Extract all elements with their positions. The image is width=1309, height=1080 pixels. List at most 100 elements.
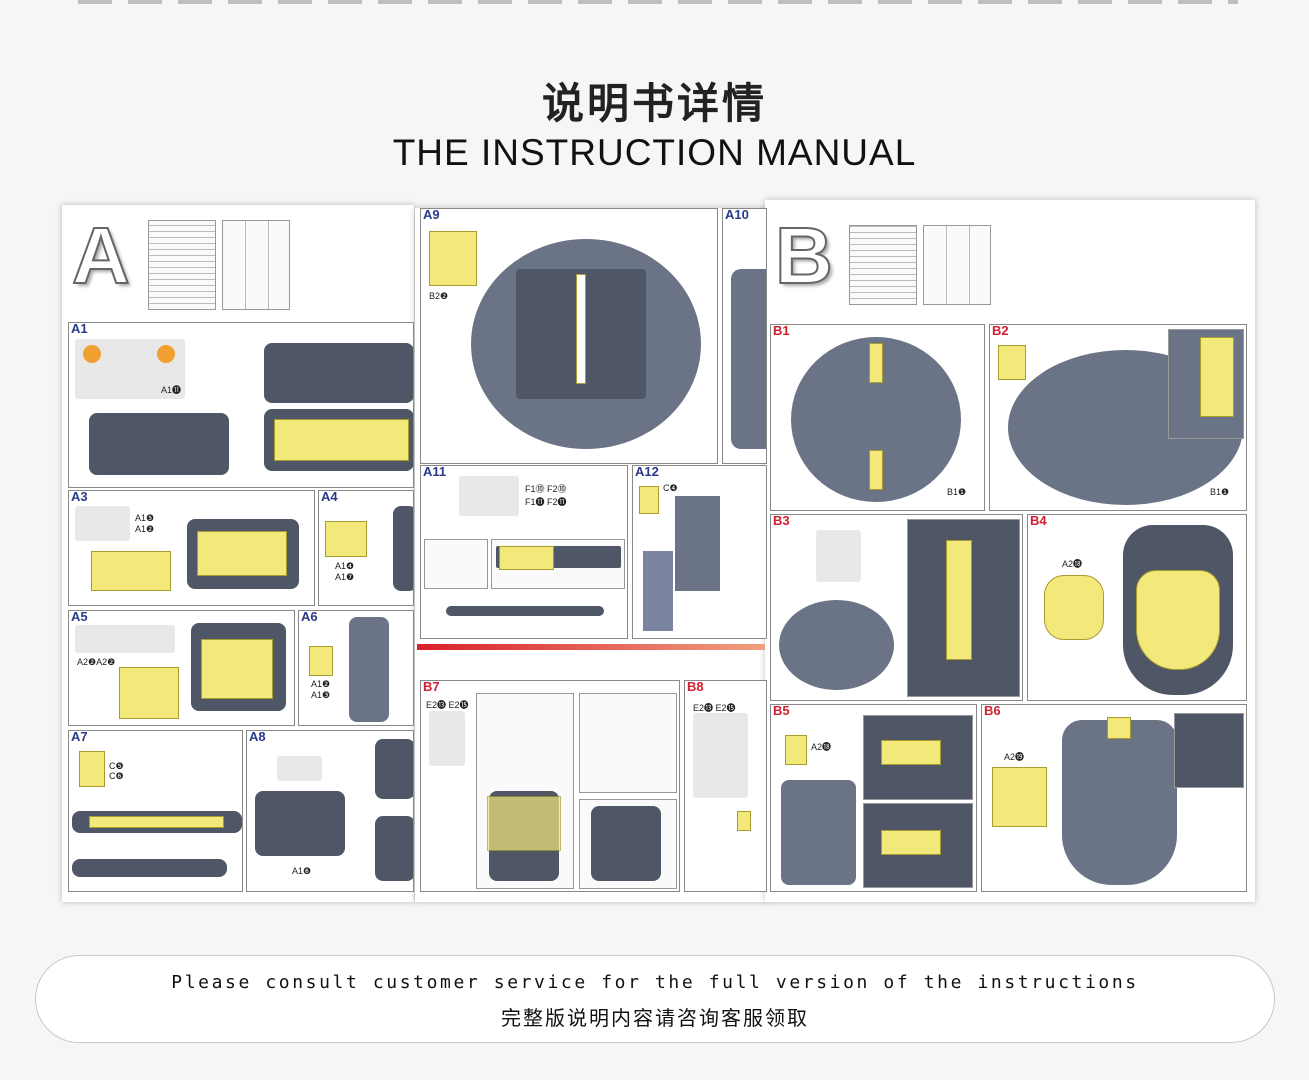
part-code: B2❷ xyxy=(429,291,449,301)
panel-a4: A4 A1❹ A1❼ xyxy=(318,490,414,606)
part-render xyxy=(675,496,720,591)
yellow-mask xyxy=(881,830,941,855)
panel-label: B1 xyxy=(773,324,790,338)
section-divider-bar xyxy=(417,644,765,650)
part-code: B1❶ xyxy=(947,487,967,497)
panel-label: A5 xyxy=(71,610,88,624)
part-render xyxy=(731,269,766,449)
panel-a12: A12 C❹ xyxy=(632,465,767,639)
detail-callout xyxy=(579,693,677,793)
mask-sheet xyxy=(75,506,130,541)
yellow-mask xyxy=(639,486,659,514)
panel-a11: A11 F1⓾ F2⓾ F1⓫ F2⓫ xyxy=(420,465,628,639)
yellow-mask xyxy=(201,639,273,699)
yellow-mask xyxy=(1136,570,1220,670)
panel-label: B2 xyxy=(992,324,1009,338)
yellow-mask xyxy=(1107,717,1131,739)
mask-sheet xyxy=(75,625,175,653)
panel-b4: B4 A2⓲ xyxy=(1027,514,1247,701)
panel-b1: B1 B1❶ xyxy=(770,324,985,511)
yellow-mask xyxy=(785,735,807,765)
panel-a1: A1 A1⓫ xyxy=(68,322,414,488)
detail-callout xyxy=(424,539,488,589)
panel-b3: B3 xyxy=(770,514,1023,701)
yellow-mask xyxy=(946,540,972,660)
part-code: A2⓳ xyxy=(1004,752,1025,762)
title-chinese: 说明书详情 xyxy=(541,79,767,128)
yellow-mask xyxy=(869,450,883,490)
part-code: C❹ xyxy=(663,483,678,493)
sheet-index-thumbnail xyxy=(923,225,991,305)
panel-label: A9 xyxy=(423,208,440,222)
top-dashed-divider xyxy=(78,0,1238,4)
part-code: F1⓫ F2⓫ xyxy=(525,497,567,507)
part-render xyxy=(264,343,413,403)
part-render xyxy=(779,600,894,690)
panel-label: B4 xyxy=(1030,514,1047,528)
panel-a10: A10 xyxy=(722,208,767,464)
part-code: A1❺ xyxy=(135,513,155,523)
part-render xyxy=(375,739,413,799)
part-code: A1❷ xyxy=(135,524,155,534)
part-code: C❻ xyxy=(109,771,124,781)
footer-text-chinese: 完整版说明内容请咨询客服领取 xyxy=(501,1006,809,1030)
panel-a3: A3 A1❺ A1❷ xyxy=(68,490,315,606)
yellow-mask xyxy=(998,345,1026,380)
page-letter-a: A xyxy=(71,210,131,301)
yellow-mask xyxy=(881,740,941,765)
panel-label: B6 xyxy=(984,704,1001,718)
orange-mask xyxy=(83,345,101,363)
part-render xyxy=(72,859,227,877)
panel-label: A12 xyxy=(635,465,659,479)
panel-a6: A6 A1❷ A1❸ xyxy=(298,610,414,726)
panel-b6: B6 A2⓳ xyxy=(981,704,1247,892)
part-code: A1❹ xyxy=(335,561,355,571)
part-code: A1❻ xyxy=(292,866,312,876)
yellow-mask xyxy=(869,343,883,383)
panel-label: A1 xyxy=(71,322,88,336)
part-render xyxy=(781,780,856,885)
mask-sheet xyxy=(693,713,748,798)
yellow-mask xyxy=(91,551,171,591)
part-code: A1⓫ xyxy=(161,385,182,395)
panel-a5: A5 A2❷A2❷ xyxy=(68,610,295,726)
yellow-mask xyxy=(119,667,179,719)
part-code: A1❼ xyxy=(335,572,355,582)
panel-b2: B2 B1❶ xyxy=(989,324,1247,511)
part-code: F1⓾ F2⓾ xyxy=(525,484,567,494)
panel-label: A11 xyxy=(423,465,447,479)
panel-b8: B8 E2⓭ E2⓯ xyxy=(684,680,767,892)
panel-label: B3 xyxy=(773,514,790,528)
yellow-mask xyxy=(992,767,1047,827)
panel-label: B7 xyxy=(423,680,440,694)
part-render xyxy=(446,606,604,616)
part-render xyxy=(255,791,345,856)
mask-sheet xyxy=(429,711,465,766)
part-render xyxy=(591,806,661,881)
footer-text-english: Please consult customer service for the … xyxy=(171,972,1139,993)
panel-label: A8 xyxy=(249,730,266,744)
part-code: A1❷ xyxy=(311,679,331,689)
part-code: E2⓭ E2⓯ xyxy=(426,700,469,710)
panel-a8: A8 A1❻ xyxy=(246,730,414,892)
title-english: THE INSTRUCTION MANUAL xyxy=(392,132,917,173)
part-render xyxy=(1062,720,1177,885)
part-render xyxy=(375,816,413,881)
part-code: B1❶ xyxy=(1210,487,1230,497)
panel-label: A3 xyxy=(71,490,88,504)
yellow-mask xyxy=(309,646,333,676)
yellow-mask xyxy=(274,419,409,461)
page-letter-b: B xyxy=(774,210,834,301)
sheet-index-thumbnail xyxy=(222,220,290,310)
mask-sheet xyxy=(816,530,861,582)
panel-label: B8 xyxy=(687,680,704,694)
detail-callout xyxy=(1174,713,1244,788)
part-render xyxy=(89,413,229,475)
panel-label: A7 xyxy=(71,730,88,744)
yellow-mask xyxy=(576,274,586,384)
panel-b7: B7 E2⓭ E2⓯ xyxy=(420,680,680,892)
part-code: A2⓲ xyxy=(811,742,832,752)
yellow-mask xyxy=(1200,337,1234,417)
part-code: A2❷A2❷ xyxy=(77,657,116,667)
yellow-mask xyxy=(487,796,561,851)
